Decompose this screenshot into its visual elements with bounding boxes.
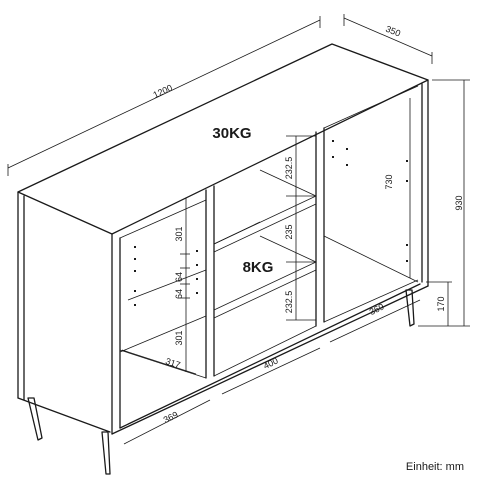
interior-height-label: 730 (384, 174, 394, 189)
width-label: 1200 (152, 83, 174, 101)
shelf-upper (213, 195, 317, 253)
leg-height-label: 170 (436, 296, 446, 311)
unit-note: Einheit: mm (406, 461, 464, 473)
cabinet-outline (17, 43, 429, 435)
shelf-gap-mid-label: 235 (284, 224, 294, 239)
left-shelf-top-label: 301 (174, 226, 184, 241)
center-width-label: 400 (262, 356, 280, 372)
shelf-load-label: 8KG (243, 259, 274, 276)
legs (27, 289, 415, 475)
peg-holes (134, 140, 408, 306)
left-depth-label: 317 (164, 356, 181, 370)
leg-right (405, 289, 415, 327)
shelf-gap-bottom-label: 232.5 (284, 291, 294, 314)
left-shelf-step-b-label: 64 (174, 289, 184, 299)
left-shelf-step-a-label: 64 (174, 272, 184, 282)
left-compartment (119, 185, 215, 379)
leg-front (101, 431, 111, 475)
right-compartment (323, 85, 419, 323)
dimension-lines (7, 14, 470, 445)
left-shelf-bottom-label: 301 (174, 330, 184, 345)
leg-left (27, 397, 43, 441)
left-width-label: 369 (162, 410, 180, 426)
shelf-lower (213, 261, 317, 319)
right-width-label: 369 (368, 302, 386, 318)
height-label: 930 (454, 195, 464, 210)
top-load-label: 30KG (212, 125, 251, 142)
shelf-gap-top-label: 232.5 (284, 157, 294, 180)
center-compartment (213, 127, 325, 377)
